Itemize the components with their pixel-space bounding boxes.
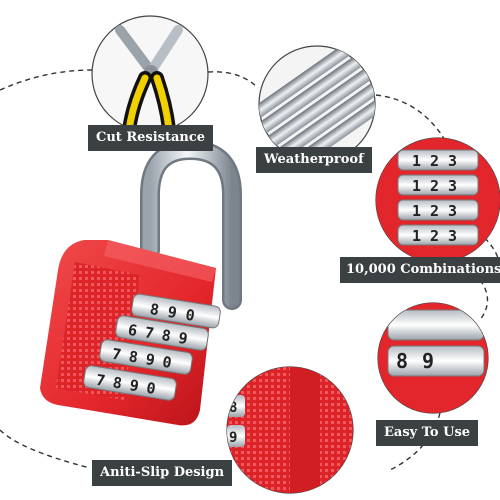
label-anti-slip: Aniti-Slip Design [92, 460, 233, 486]
combination-row-1: 123 [412, 152, 466, 170]
combinations-circle: 123 123 123 123 [375, 137, 500, 263]
cut-resistance-circle [91, 15, 209, 133]
anti-slip-digit-2: 9 [229, 430, 237, 446]
combination-row-4: 123 [412, 227, 466, 245]
combination-row-3: 123 [412, 202, 466, 220]
label-easy-to-use: Easy To Use [376, 420, 479, 446]
easy-digit-2: 9 [422, 349, 434, 373]
pliers-icon [115, 25, 183, 132]
label-cut-resistance: Cut Resistance [88, 125, 214, 151]
dial-wheels: 890 6789 7890 7890 [83, 293, 221, 401]
weatherproof-circle [258, 45, 376, 163]
combination-row-2: 123 [412, 177, 466, 195]
label-weatherproof: Weatherproof [256, 147, 372, 173]
anti-slip-circle: 8 9 [226, 366, 354, 494]
easy-to-use-circle: 8 9 [377, 302, 489, 414]
label-combinations: 10,000 Combinations [340, 257, 500, 283]
steel-rods-icon [259, 46, 375, 162]
anti-slip-digit-1: 8 [229, 400, 237, 416]
easy-digit-1: 8 [396, 349, 408, 373]
